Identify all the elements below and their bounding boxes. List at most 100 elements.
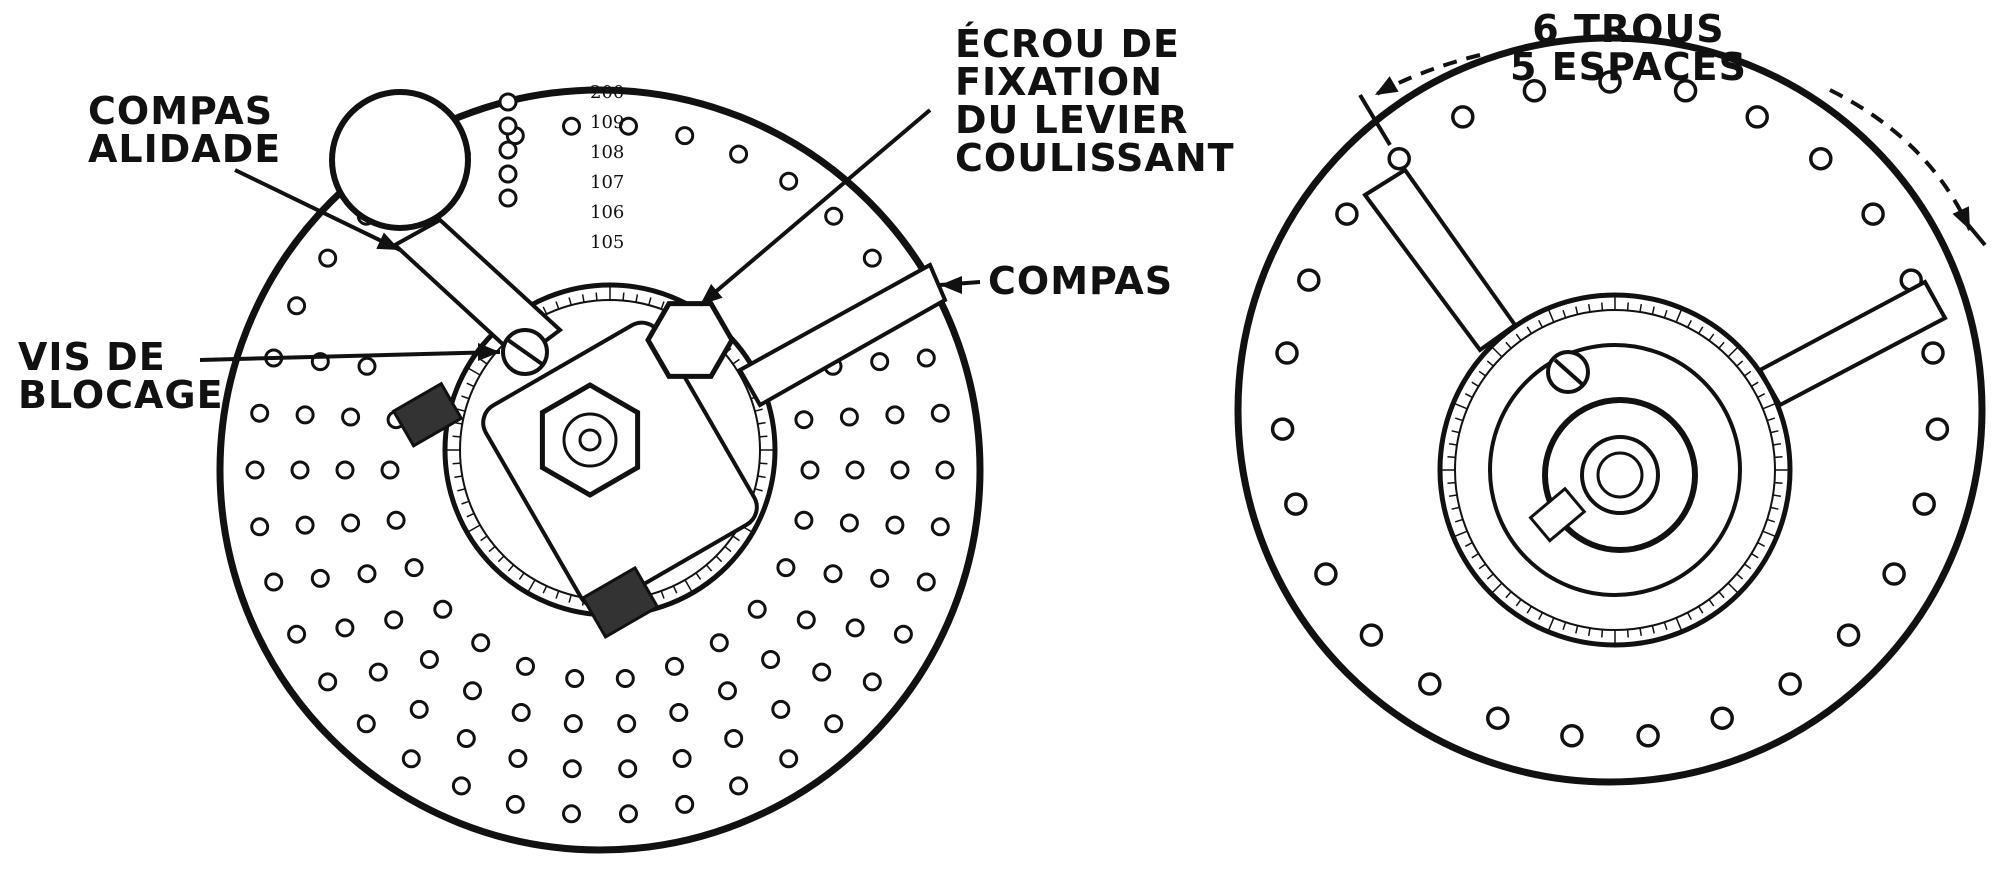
plate-hole (870, 568, 890, 588)
scale-tick (1774, 456, 1783, 459)
scale-tick (555, 590, 560, 599)
left-sector-arm (1362, 167, 1518, 353)
plate-hole (794, 410, 814, 430)
scale-tick (1491, 582, 1503, 594)
plate-hole (409, 699, 429, 719)
plate-hole (404, 558, 424, 578)
plate-hole (1359, 623, 1384, 647)
scale-tick (1451, 430, 1460, 434)
scale-tick (581, 294, 585, 303)
plate-hole (800, 460, 820, 480)
plate-hole (930, 403, 950, 423)
scale-tick (622, 292, 625, 301)
scale-number: 109 (590, 112, 624, 133)
scale-tick (660, 590, 665, 599)
arrowhead (940, 276, 962, 294)
plate-hole (401, 749, 421, 769)
plate-hole (665, 656, 684, 676)
plate-hole (335, 460, 355, 480)
plate-hole (386, 510, 406, 530)
plate-hole (824, 206, 844, 226)
scale-tick (1451, 506, 1460, 510)
plate-hole (456, 729, 476, 748)
plate-hole (1598, 70, 1622, 94)
scale-tick (1675, 308, 1683, 323)
scale-tick (1486, 573, 1494, 580)
plate-hole (516, 656, 535, 676)
scale-tick (542, 306, 548, 315)
plate-hole (1270, 417, 1295, 441)
scale-tick (1491, 346, 1503, 358)
scale-tick (695, 572, 702, 580)
scale-tick (595, 292, 598, 301)
scale-number: 105 (590, 232, 624, 253)
plate-hole (562, 759, 582, 779)
plate-hole (295, 405, 315, 425)
scale-tick (684, 579, 693, 593)
scale-tick (1743, 370, 1752, 377)
scale-tick (480, 358, 488, 365)
scale-tick (518, 572, 525, 580)
scale-tick (1526, 326, 1533, 334)
plate-hole (335, 618, 355, 638)
plate-hole (356, 714, 376, 734)
compas-arm (737, 262, 948, 408)
knurled-block (580, 565, 660, 639)
key-block (1528, 486, 1587, 543)
plate-hole (368, 662, 388, 682)
plate-hole (845, 460, 865, 480)
plate-hole (729, 144, 749, 164)
plate-hole (619, 116, 638, 136)
scale-tick (1601, 629, 1604, 638)
plate-hole (870, 352, 890, 372)
plate-hole (250, 517, 270, 537)
scale-tick (454, 475, 463, 479)
right-sector-arm (1757, 279, 1948, 408)
plate-hole (498, 116, 518, 136)
scale-tick (705, 564, 713, 572)
plate-hole (508, 749, 528, 768)
scale-tick (1526, 606, 1533, 614)
scale-tick (1774, 481, 1783, 484)
plate-hole (1861, 202, 1885, 226)
scale-tick (1454, 518, 1464, 523)
scale-tick (754, 408, 763, 412)
scale-tick (542, 585, 548, 594)
plate-hole (511, 703, 531, 722)
scale-tick (1515, 333, 1522, 342)
scale-tick (1663, 621, 1668, 631)
scale-tick (660, 301, 665, 310)
plate-hole (1636, 724, 1660, 748)
scale-tick (1663, 309, 1668, 319)
scale-tick (757, 475, 766, 479)
plate-hole (930, 517, 950, 537)
plate-hole (618, 759, 638, 779)
scale-tick (1762, 402, 1777, 410)
plate-hole (318, 672, 338, 692)
scale-tick (635, 294, 639, 303)
scale-tick (497, 555, 505, 563)
leader-vis-blocage (199, 350, 501, 362)
scale-tick (1505, 341, 1512, 349)
scale-tick (1686, 319, 1692, 328)
scale-tick (488, 545, 496, 553)
plate-hole (709, 633, 729, 653)
scale-tick (1718, 591, 1725, 599)
scale-tick (1686, 612, 1692, 621)
plate-hole (562, 116, 581, 136)
scale-tick (732, 358, 740, 365)
plate-hole (563, 714, 583, 734)
plate-hole (862, 248, 882, 268)
scale-tick (452, 462, 461, 465)
plate-hole (729, 776, 749, 796)
scale-tick (1471, 552, 1479, 559)
plate-hole (290, 460, 310, 480)
scale-tick (1601, 302, 1604, 311)
plate-hole (471, 633, 491, 653)
right-dividing-plate (1234, 34, 1986, 786)
plate-hole (341, 513, 361, 533)
scale-tick (1626, 302, 1629, 311)
scale-tick (1736, 360, 1744, 367)
plate-hole (1418, 672, 1442, 696)
label-trous-espaces: 6 TROUS 5 ESPACES (1510, 7, 1747, 89)
